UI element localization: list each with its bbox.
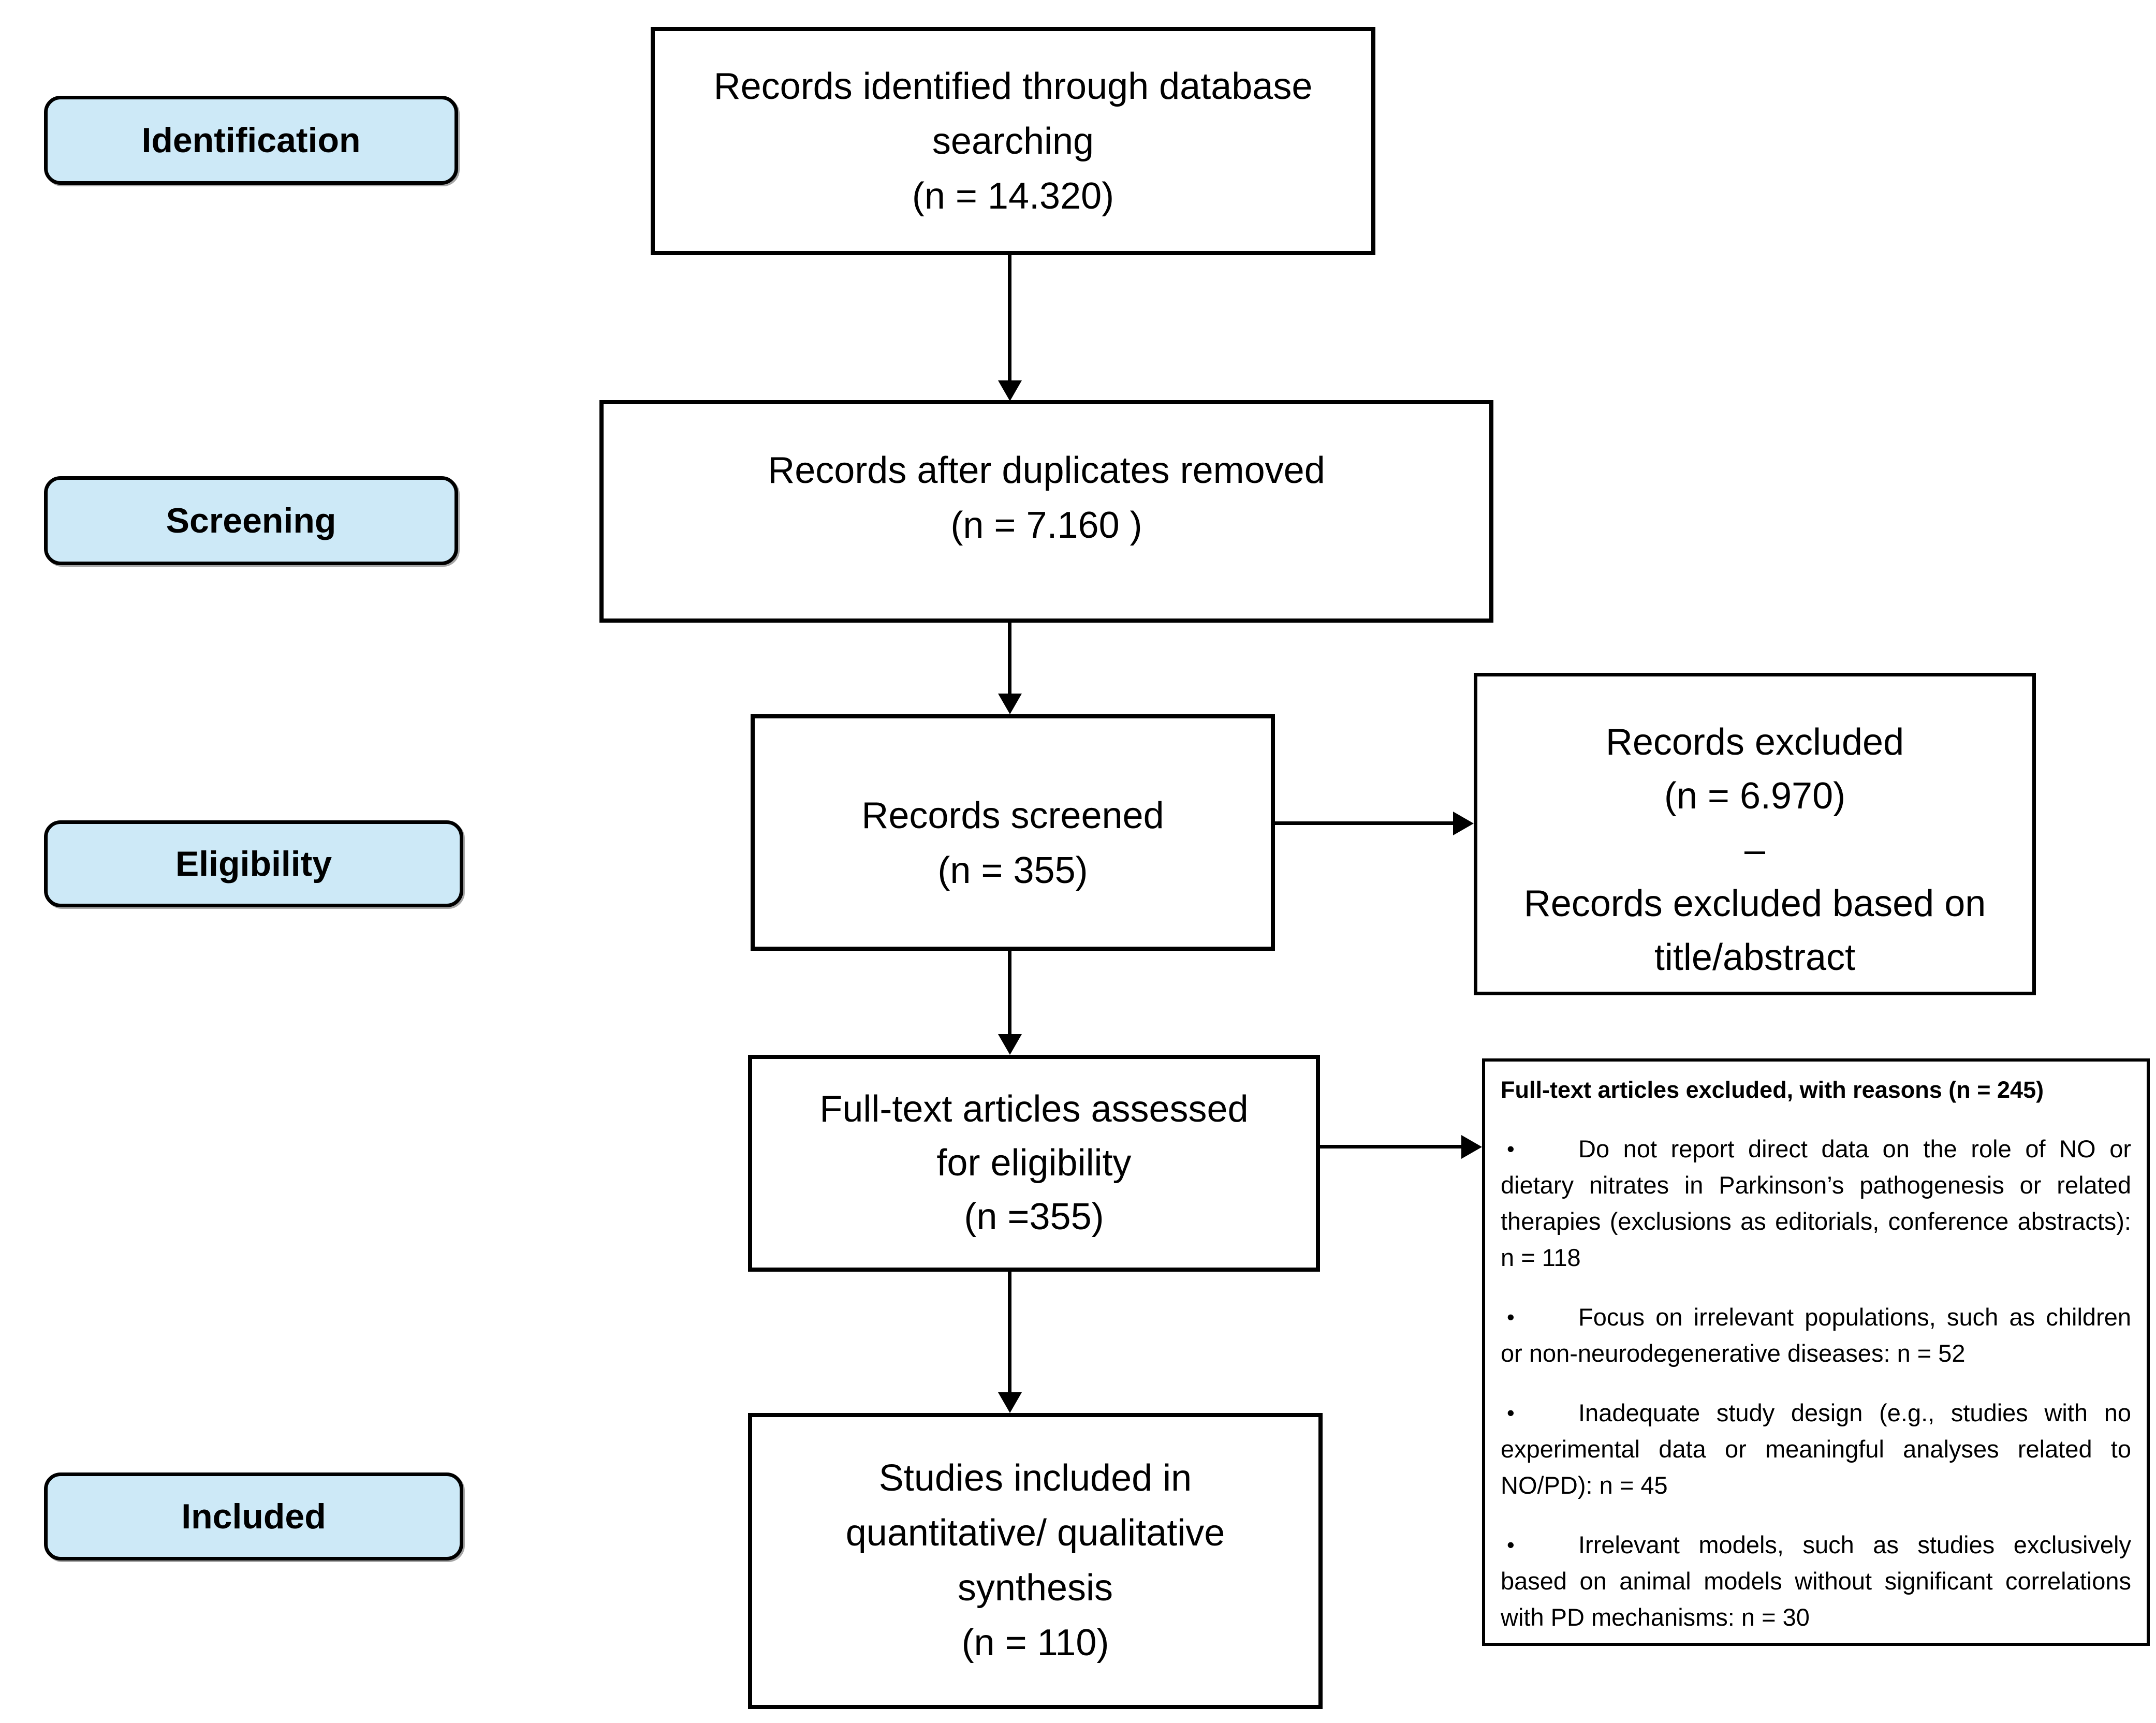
box-text-line: Records excluded bbox=[1605, 721, 1904, 763]
box-text-line: Records identified through database bbox=[713, 65, 1313, 107]
arrowhead-down-icon bbox=[998, 1392, 1022, 1413]
arrowhead-down-icon bbox=[998, 694, 1022, 714]
stage-label-text: Screening bbox=[166, 501, 336, 540]
box-text-line: for eligibility bbox=[936, 1142, 1132, 1184]
stage-label-eligibility: Eligibility bbox=[44, 820, 463, 907]
box-text-line: (n = 110) bbox=[961, 1622, 1109, 1663]
box-text-line: (n = 6.970) bbox=[1664, 775, 1846, 817]
box-text-line: title/abstract bbox=[1654, 937, 1856, 978]
flow-box-records-screened: Records screened (n = 355) bbox=[751, 714, 1275, 951]
flow-box-duplicates-removed: Records after duplicates removed (n = 7.… bbox=[599, 400, 1493, 623]
box-text-line: – bbox=[1744, 829, 1766, 871]
exclusion-reason-item: • Inadequate study design (e.g., studies… bbox=[1501, 1395, 2131, 1504]
arrow-shaft bbox=[1008, 951, 1011, 1036]
exclusion-reason-item: • Irrelevant models, such as studies exc… bbox=[1501, 1527, 2131, 1636]
excluded-box-fulltext-reasons: Full-text articles excluded, with reason… bbox=[1482, 1058, 2150, 1646]
stage-label-screening: Screening bbox=[44, 476, 458, 565]
flow-box-fulltext-assessed: Full-text articles assessed for eligibil… bbox=[748, 1055, 1320, 1272]
stage-label-text: Included bbox=[181, 1497, 326, 1536]
excluded-box-records: Records excluded (n = 6.970) – Records e… bbox=[1474, 673, 2036, 995]
exclusion-reasons-title: Full-text articles excluded, with reason… bbox=[1501, 1077, 2044, 1103]
box-text-line: searching bbox=[932, 120, 1094, 162]
arrowhead-down-icon bbox=[998, 380, 1022, 401]
exclusion-reason-item: • Focus on irrelevant populations, such … bbox=[1501, 1299, 2131, 1372]
arrow-shaft bbox=[1008, 1272, 1011, 1394]
box-text-line: Full-text articles assessed bbox=[819, 1088, 1249, 1130]
stage-label-text: Eligibility bbox=[175, 844, 332, 883]
stage-label-included: Included bbox=[44, 1472, 463, 1560]
exclusion-reason-item: • Do not report direct data on the role … bbox=[1501, 1131, 2131, 1276]
bullet-icon: • bbox=[1507, 1305, 1515, 1329]
box-text-line: Records excluded based on bbox=[1523, 883, 1986, 924]
arrowhead-right-icon bbox=[1453, 812, 1474, 835]
exclusion-reason-text: Inadequate study design (e.g., studies w… bbox=[1501, 1399, 2131, 1499]
bullet-icon: • bbox=[1507, 1533, 1515, 1557]
stage-label-text: Identification bbox=[141, 121, 361, 160]
arrow-shaft bbox=[1008, 255, 1011, 382]
bullet-icon: • bbox=[1507, 1137, 1515, 1161]
box-text-line: quantitative/ qualitative bbox=[845, 1512, 1225, 1554]
arrow-shaft bbox=[1275, 821, 1455, 825]
box-text-line: (n = 7.160 ) bbox=[950, 505, 1142, 546]
box-text-line: Records after duplicates removed bbox=[768, 450, 1325, 491]
flow-box-studies-included: Studies included in quantitative/ qualit… bbox=[748, 1413, 1323, 1709]
exclusion-reason-text: Focus on irrelevant populations, such as… bbox=[1501, 1303, 2131, 1367]
bullet-icon: • bbox=[1507, 1401, 1515, 1425]
arrow-shaft bbox=[1320, 1145, 1463, 1148]
box-text-line: (n = 14.320) bbox=[912, 175, 1114, 217]
arrowhead-right-icon bbox=[1461, 1135, 1482, 1159]
box-text-line: synthesis bbox=[957, 1567, 1113, 1609]
exclusion-reason-text: Irrelevant models, such as studies exclu… bbox=[1501, 1531, 2131, 1631]
exclusion-reason-text: Do not report direct data on the role of… bbox=[1501, 1135, 2131, 1271]
box-text-line: (n =355) bbox=[964, 1196, 1104, 1238]
box-text-line: Studies included in bbox=[878, 1457, 1192, 1499]
arrowhead-down-icon bbox=[998, 1034, 1022, 1055]
stage-label-identification: Identification bbox=[44, 96, 458, 185]
box-text-line: Records screened bbox=[861, 795, 1164, 836]
flow-box-records-identified: Records identified through database sear… bbox=[651, 27, 1375, 255]
arrow-shaft bbox=[1008, 623, 1011, 696]
box-text-line: (n = 355) bbox=[937, 850, 1088, 891]
